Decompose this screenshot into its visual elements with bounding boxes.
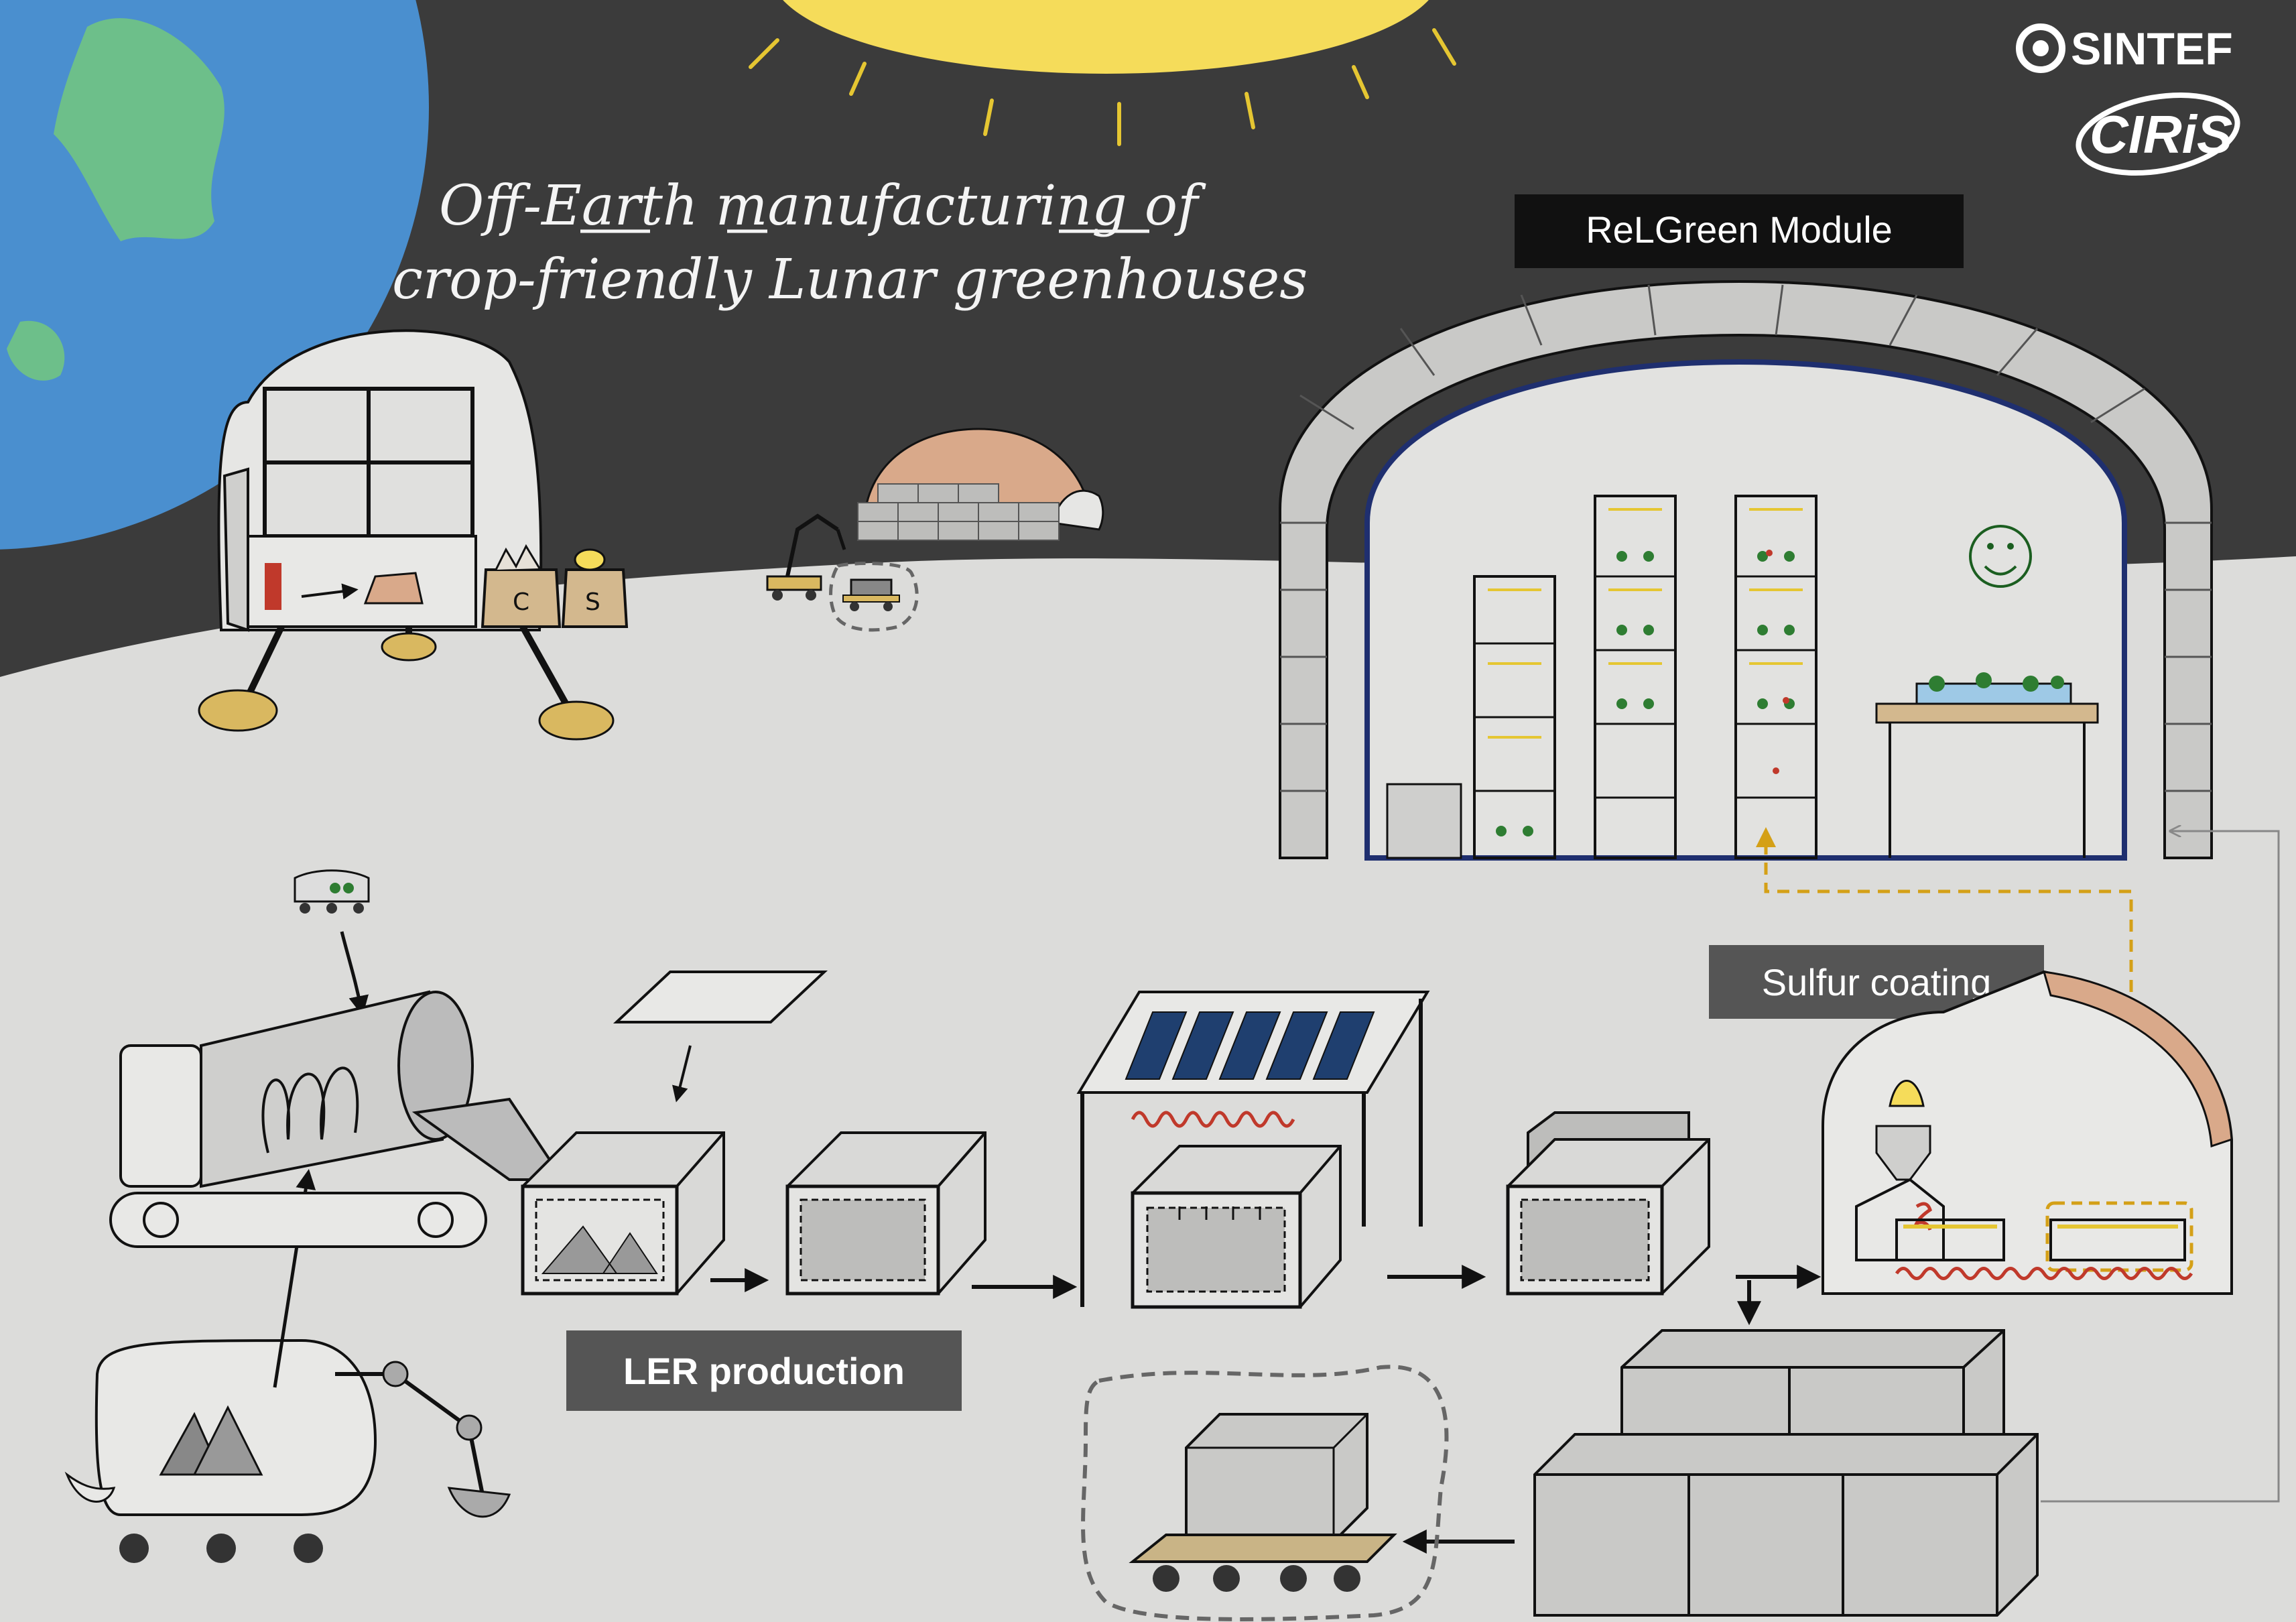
sulfur-bag-icon: S (561, 548, 629, 628)
lander-icon: C S (198, 329, 629, 741)
arrow-additive-to-mixer (340, 931, 369, 1016)
mold-lid (613, 971, 828, 1023)
ler-label-box (566, 1330, 962, 1411)
small-rover-dashed-outline (829, 562, 919, 632)
relgreen-module (1279, 279, 2213, 861)
mold-box-3 (1131, 1145, 1342, 1309)
mold-box-1 (521, 1131, 725, 1296)
title-line-1: Off-Earth manufacturing of (439, 174, 1206, 238)
sintef-logo-text: SINTEF (2071, 23, 2233, 74)
sulfur-bag-label: S (585, 588, 600, 616)
excavator-rover-icon (64, 1338, 511, 1563)
carbon-bag-label: C (513, 588, 529, 616)
sintef-logo: SINTEF (2016, 23, 2233, 74)
sulfur-heating-coil (1913, 1202, 1932, 1231)
heating-coil-icon (1131, 1111, 1295, 1128)
transport-rover-dashed-outline (1081, 1365, 1449, 1621)
relgreen-label-box (1515, 194, 1964, 268)
dome-icon (857, 428, 1104, 541)
small-rover-icon (842, 578, 900, 611)
transport-rover-icon (1129, 1413, 1397, 1592)
plant-icon (1496, 551, 1795, 836)
arrow-lid-to-mold (672, 1045, 692, 1103)
ler-label: LER production (623, 1350, 905, 1392)
return-arrow (2041, 831, 2280, 1503)
title-line-2: crop-friendly Lunar greenhouses (392, 248, 1308, 312)
relgreen-label: ReLGreen Module (1586, 208, 1893, 251)
sulfur-coating-station (1822, 970, 2233, 1295)
smiley-icon (1969, 525, 2032, 588)
mixer-icon (109, 990, 566, 1248)
mold-box-2 (785, 1131, 986, 1296)
solar-panel-icon (1076, 991, 1430, 1307)
ciris-logo-text: CIRiS (2090, 105, 2232, 164)
crane-rover-icon (766, 513, 846, 601)
ciris-logo: CIRiS (2076, 92, 2240, 176)
mold-box-4 (1506, 1111, 1710, 1296)
sun-icon (749, 0, 1456, 146)
sulfur-label: Sulfur coating (1762, 961, 1991, 1003)
brick-stack (1533, 1329, 2039, 1617)
earth-icon (0, 0, 429, 550)
carbon-bag-icon: C (481, 544, 562, 628)
additive-rover-icon (294, 869, 370, 914)
